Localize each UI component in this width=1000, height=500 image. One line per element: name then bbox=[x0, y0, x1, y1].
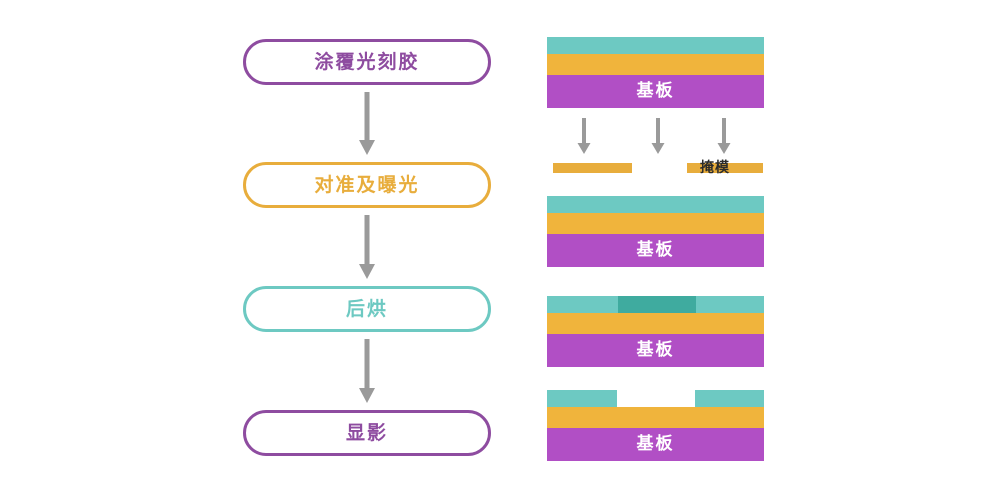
layer-oxide bbox=[547, 213, 764, 234]
cross-section-stack-coat: 基板 bbox=[547, 37, 764, 108]
layer-substrate bbox=[547, 234, 764, 267]
layer-photoresist-left bbox=[547, 390, 617, 407]
layer-photoresist-right bbox=[695, 390, 764, 407]
substrate-label: 基板 bbox=[636, 240, 675, 260]
layer-substrate bbox=[547, 428, 764, 461]
flow-node-label: 涂覆光刻胶 bbox=[314, 50, 420, 73]
exposure-beam-center-arrow bbox=[650, 118, 666, 154]
layer-substrate bbox=[547, 75, 764, 108]
flow-node-develop[interactable]: 显影 bbox=[243, 410, 491, 456]
mask-bar-left bbox=[553, 163, 632, 173]
layer-developed-trench bbox=[617, 390, 695, 407]
substrate-label: 基板 bbox=[636, 434, 675, 454]
flow-arrow-3 bbox=[356, 339, 378, 403]
flow-arrow-1 bbox=[356, 92, 378, 155]
cross-section-stack-developed: 基板 bbox=[547, 390, 764, 461]
flow-node-label: 显影 bbox=[345, 421, 388, 444]
flow-node-coat[interactable]: 涂覆光刻胶 bbox=[243, 39, 491, 85]
flow-node-label: 对准及曝光 bbox=[314, 173, 420, 196]
layer-oxide bbox=[547, 54, 764, 75]
layer-oxide bbox=[547, 313, 764, 334]
flow-arrow-2 bbox=[356, 215, 378, 279]
exposure-beam-right-arrow bbox=[716, 118, 732, 154]
layer-substrate bbox=[547, 334, 764, 367]
flow-node-align-expose[interactable]: 对准及曝光 bbox=[243, 162, 491, 208]
cross-section-stack-exposed: 基板 bbox=[547, 196, 764, 267]
exposure-beam-left-arrow bbox=[576, 118, 592, 154]
layer-exposed-region bbox=[618, 296, 696, 313]
layer-photoresist bbox=[547, 196, 764, 213]
cross-section-stack-postbake: 基板 bbox=[547, 296, 764, 367]
flow-node-post-bake[interactable]: 后烘 bbox=[243, 286, 491, 332]
layer-oxide bbox=[547, 407, 764, 428]
layer-photoresist bbox=[547, 37, 764, 54]
mask-label: 掩模 bbox=[700, 160, 730, 176]
substrate-label: 基板 bbox=[636, 81, 675, 101]
mask-bar-right bbox=[687, 163, 763, 173]
substrate-label: 基板 bbox=[636, 340, 675, 360]
flow-node-label: 后烘 bbox=[345, 297, 388, 320]
